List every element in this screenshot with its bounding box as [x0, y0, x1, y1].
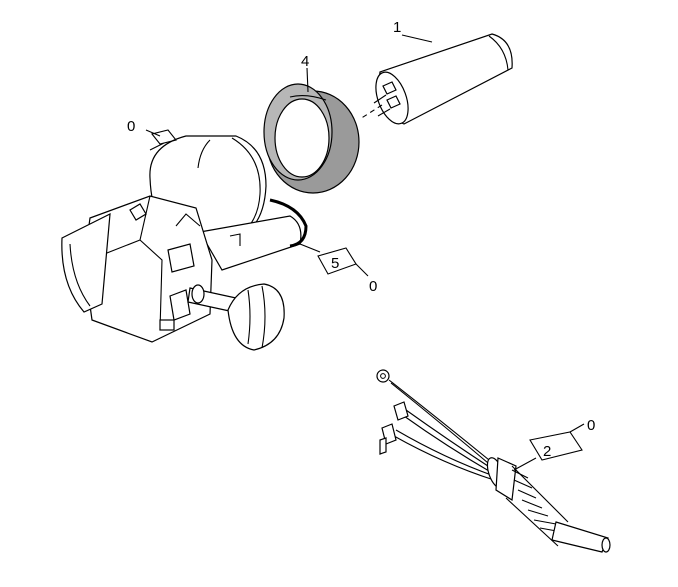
leader-line-4	[306, 67, 309, 93]
motor-assembly	[61, 135, 308, 351]
leader-line-1	[401, 34, 433, 43]
capacitor-part	[359, 33, 513, 125]
leader-line-5	[299, 243, 321, 253]
callout-0-top: 0	[127, 118, 135, 135]
reference-bracket-top	[145, 129, 177, 151]
callout-2-box	[529, 431, 583, 461]
callout-1: 1	[393, 19, 401, 36]
cable-harness-part	[376, 369, 611, 553]
mounting-ring-part	[263, 83, 360, 194]
callout-4: 4	[301, 53, 309, 70]
callout-0-mid: 0	[369, 278, 377, 295]
callout-5: 5	[331, 255, 339, 272]
callout-2: 2	[543, 443, 551, 460]
callout-0-bottom: 0	[587, 417, 595, 434]
leader-line-2	[513, 457, 537, 471]
